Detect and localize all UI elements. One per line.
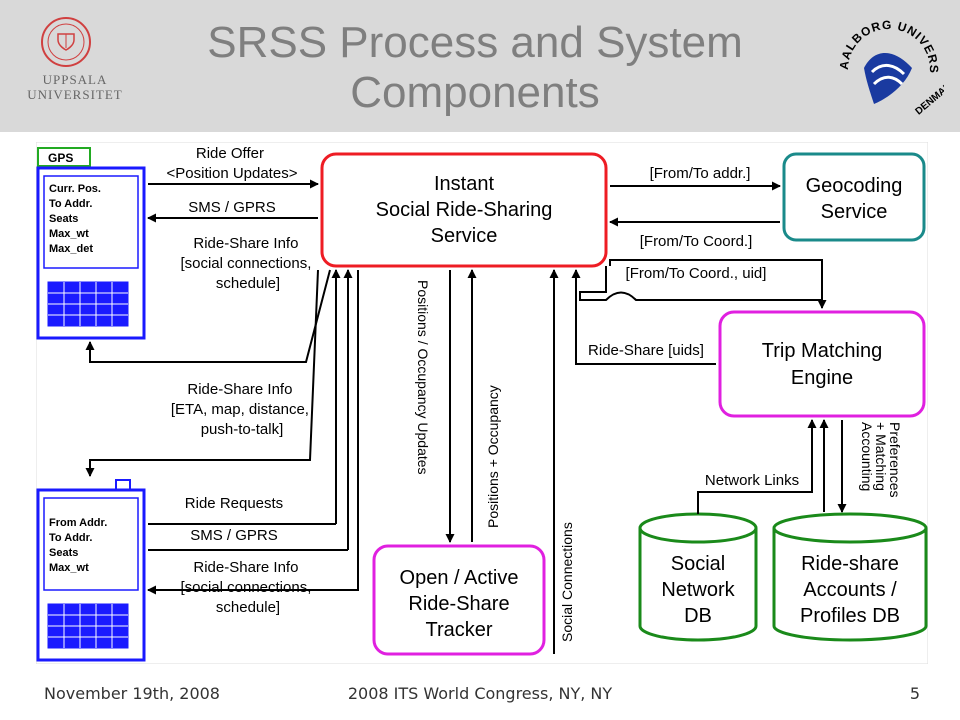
slide-header bbox=[0, 0, 960, 132]
accounts-db-line3: Profiles DB bbox=[800, 605, 900, 627]
svg-text:Ride-Share Info [social co: Ride-Share Info [social connections, sch… bbox=[180, 559, 315, 616]
label-rsi2-line2: [social connections, bbox=[180, 579, 311, 596]
footer-date: November 19th, 2008 bbox=[44, 684, 220, 703]
device2-field: To Addr. bbox=[49, 532, 92, 544]
device1-field: To Addr. bbox=[49, 198, 92, 210]
svg-text:Curr. Pos. To Addr.: Curr. Pos. To Addr. Seats Max_wt Max_det bbox=[49, 183, 104, 255]
label-accounting-line1: Accounting bbox=[859, 422, 875, 491]
device1-field: Max_wt bbox=[49, 228, 89, 240]
label-positions-occupancy: Positions + Occupancy bbox=[485, 385, 501, 528]
aalborg-denmark-text: DENMARK bbox=[913, 76, 944, 118]
label-ride-requests: Ride Requests bbox=[185, 495, 283, 512]
geocoding-service: Geocoding Service bbox=[782, 152, 926, 242]
trip-matching-engine: Trip Matching Engine bbox=[718, 310, 926, 418]
gps-label: GPS bbox=[48, 151, 73, 165]
service-line3: Service bbox=[431, 225, 498, 247]
label-from-to-coord-uid: [From/To Coord., uid] bbox=[626, 265, 767, 282]
title-line2: Components bbox=[350, 68, 600, 117]
svg-text:Ride Offer <Position Updat: Ride Offer <Position Updates> bbox=[167, 145, 298, 182]
aalborg-logo-icon: AALBORG UNIVERSITY DENMARK bbox=[834, 8, 944, 118]
label-rsi-eta-line1: Ride-Share Info bbox=[187, 381, 292, 398]
label-rsi2-line1: Ride-Share Info bbox=[193, 559, 298, 576]
label-positions-occupancy-updates: Positions / Occupancy Updates bbox=[415, 280, 431, 475]
label-sms-gprs-1: SMS / GPRS bbox=[188, 199, 276, 216]
label-ride-offer: Ride Offer bbox=[196, 145, 264, 162]
label-accounting-line3: Preferences bbox=[887, 422, 903, 497]
matching-line1: Trip Matching bbox=[762, 340, 882, 362]
label-social-connections: Social Connections bbox=[559, 522, 575, 642]
device2-keypad bbox=[48, 604, 128, 648]
device2-field: From Addr. bbox=[49, 517, 107, 529]
srss-diagram: GPS Curr. Pos. To Addr. Seats Max_wt Max… bbox=[36, 142, 928, 664]
label-rsi-eta-line2: [ETA, map, distance, bbox=[171, 401, 309, 418]
device2-field: Seats bbox=[49, 547, 78, 559]
label-ride-share-uids: Ride-Share [uids] bbox=[588, 342, 704, 359]
label-sms-gprs-2: SMS / GPRS bbox=[190, 527, 278, 544]
label-from-to-addr: [From/To addr.] bbox=[650, 165, 751, 182]
footer-page-number: 5 bbox=[909, 684, 920, 703]
label-rsi1-line2: [social connections, bbox=[180, 255, 311, 272]
label-rsi1-line3: schedule] bbox=[216, 275, 280, 292]
social-db-line2: Network bbox=[661, 579, 735, 601]
label-rsi1-line1: Ride-Share Info bbox=[193, 235, 298, 252]
device1-field: Max_det bbox=[49, 243, 93, 255]
svg-text:From Addr. To Addr.: From Addr. To Addr. Seats Max_wt bbox=[49, 517, 110, 574]
social-db-line1: Social bbox=[671, 553, 725, 575]
instant-ride-sharing-service: Instant Social Ride-Sharing Service bbox=[320, 152, 608, 268]
label-network-links: Network Links bbox=[705, 472, 799, 489]
accounts-db-line1: Ride-share bbox=[801, 553, 899, 575]
device2-field: Max_wt bbox=[49, 562, 89, 574]
geocoding-line2: Service bbox=[821, 201, 888, 223]
service-line1: Instant bbox=[434, 173, 494, 195]
service-line2: Social Ride-Sharing bbox=[376, 199, 553, 221]
device1-field: Seats bbox=[49, 213, 78, 225]
ride-share-tracker: Open / Active Ride-Share Tracker bbox=[372, 544, 546, 656]
footer-event: 2008 ITS World Congress, NY, NY bbox=[347, 684, 613, 703]
rider-device: From Addr. To Addr. Seats Max_wt bbox=[36, 479, 146, 662]
device1-field: Curr. Pos. bbox=[49, 183, 101, 195]
label-rsi-eta-line3: push-to-talk] bbox=[201, 421, 284, 438]
title-line1: SRSS Process and System bbox=[207, 18, 743, 67]
uppsala-seal-icon bbox=[41, 17, 91, 67]
uppsala-line1: UPPSALA bbox=[42, 72, 108, 87]
label-accounting-line2: + Matching bbox=[873, 422, 889, 491]
uppsala-logo-text: UPPSALA UNIVERSITET bbox=[20, 72, 130, 102]
accounts-profiles-db: Ride-share Accounts / Profiles DB bbox=[772, 512, 928, 642]
svg-text:Accounting + Matching: Accounting + Matching Preferences bbox=[859, 422, 903, 497]
tracker-line3: Tracker bbox=[425, 619, 492, 641]
driver-device: GPS Curr. Pos. To Addr. Seats Max_wt Max… bbox=[36, 147, 146, 340]
uppsala-line2: UNIVERSITET bbox=[27, 87, 123, 102]
page-title: SRSS Process and System Components bbox=[150, 18, 800, 118]
connector-lines bbox=[85, 179, 847, 654]
label-position-updates: <Position Updates> bbox=[167, 165, 298, 182]
social-network-db: Social Network DB bbox=[638, 512, 758, 642]
device1-keypad bbox=[48, 282, 128, 326]
label-rsi2-line3: schedule] bbox=[216, 599, 280, 616]
accounts-db-line2: Accounts / bbox=[803, 579, 897, 601]
svg-text:Ride-Share Info [social co: Ride-Share Info [social connections, sch… bbox=[180, 235, 315, 292]
tracker-line1: Open / Active bbox=[400, 567, 519, 589]
svg-text:Ride-Share Info [ETA, map,: Ride-Share Info [ETA, map, distance, pus… bbox=[171, 381, 313, 438]
geocoding-line1: Geocoding bbox=[806, 175, 903, 197]
matching-line2: Engine bbox=[791, 367, 853, 389]
label-from-to-coord: [From/To Coord.] bbox=[640, 233, 753, 250]
social-db-line3: DB bbox=[684, 605, 712, 627]
tracker-line2: Ride-Share bbox=[408, 593, 509, 615]
